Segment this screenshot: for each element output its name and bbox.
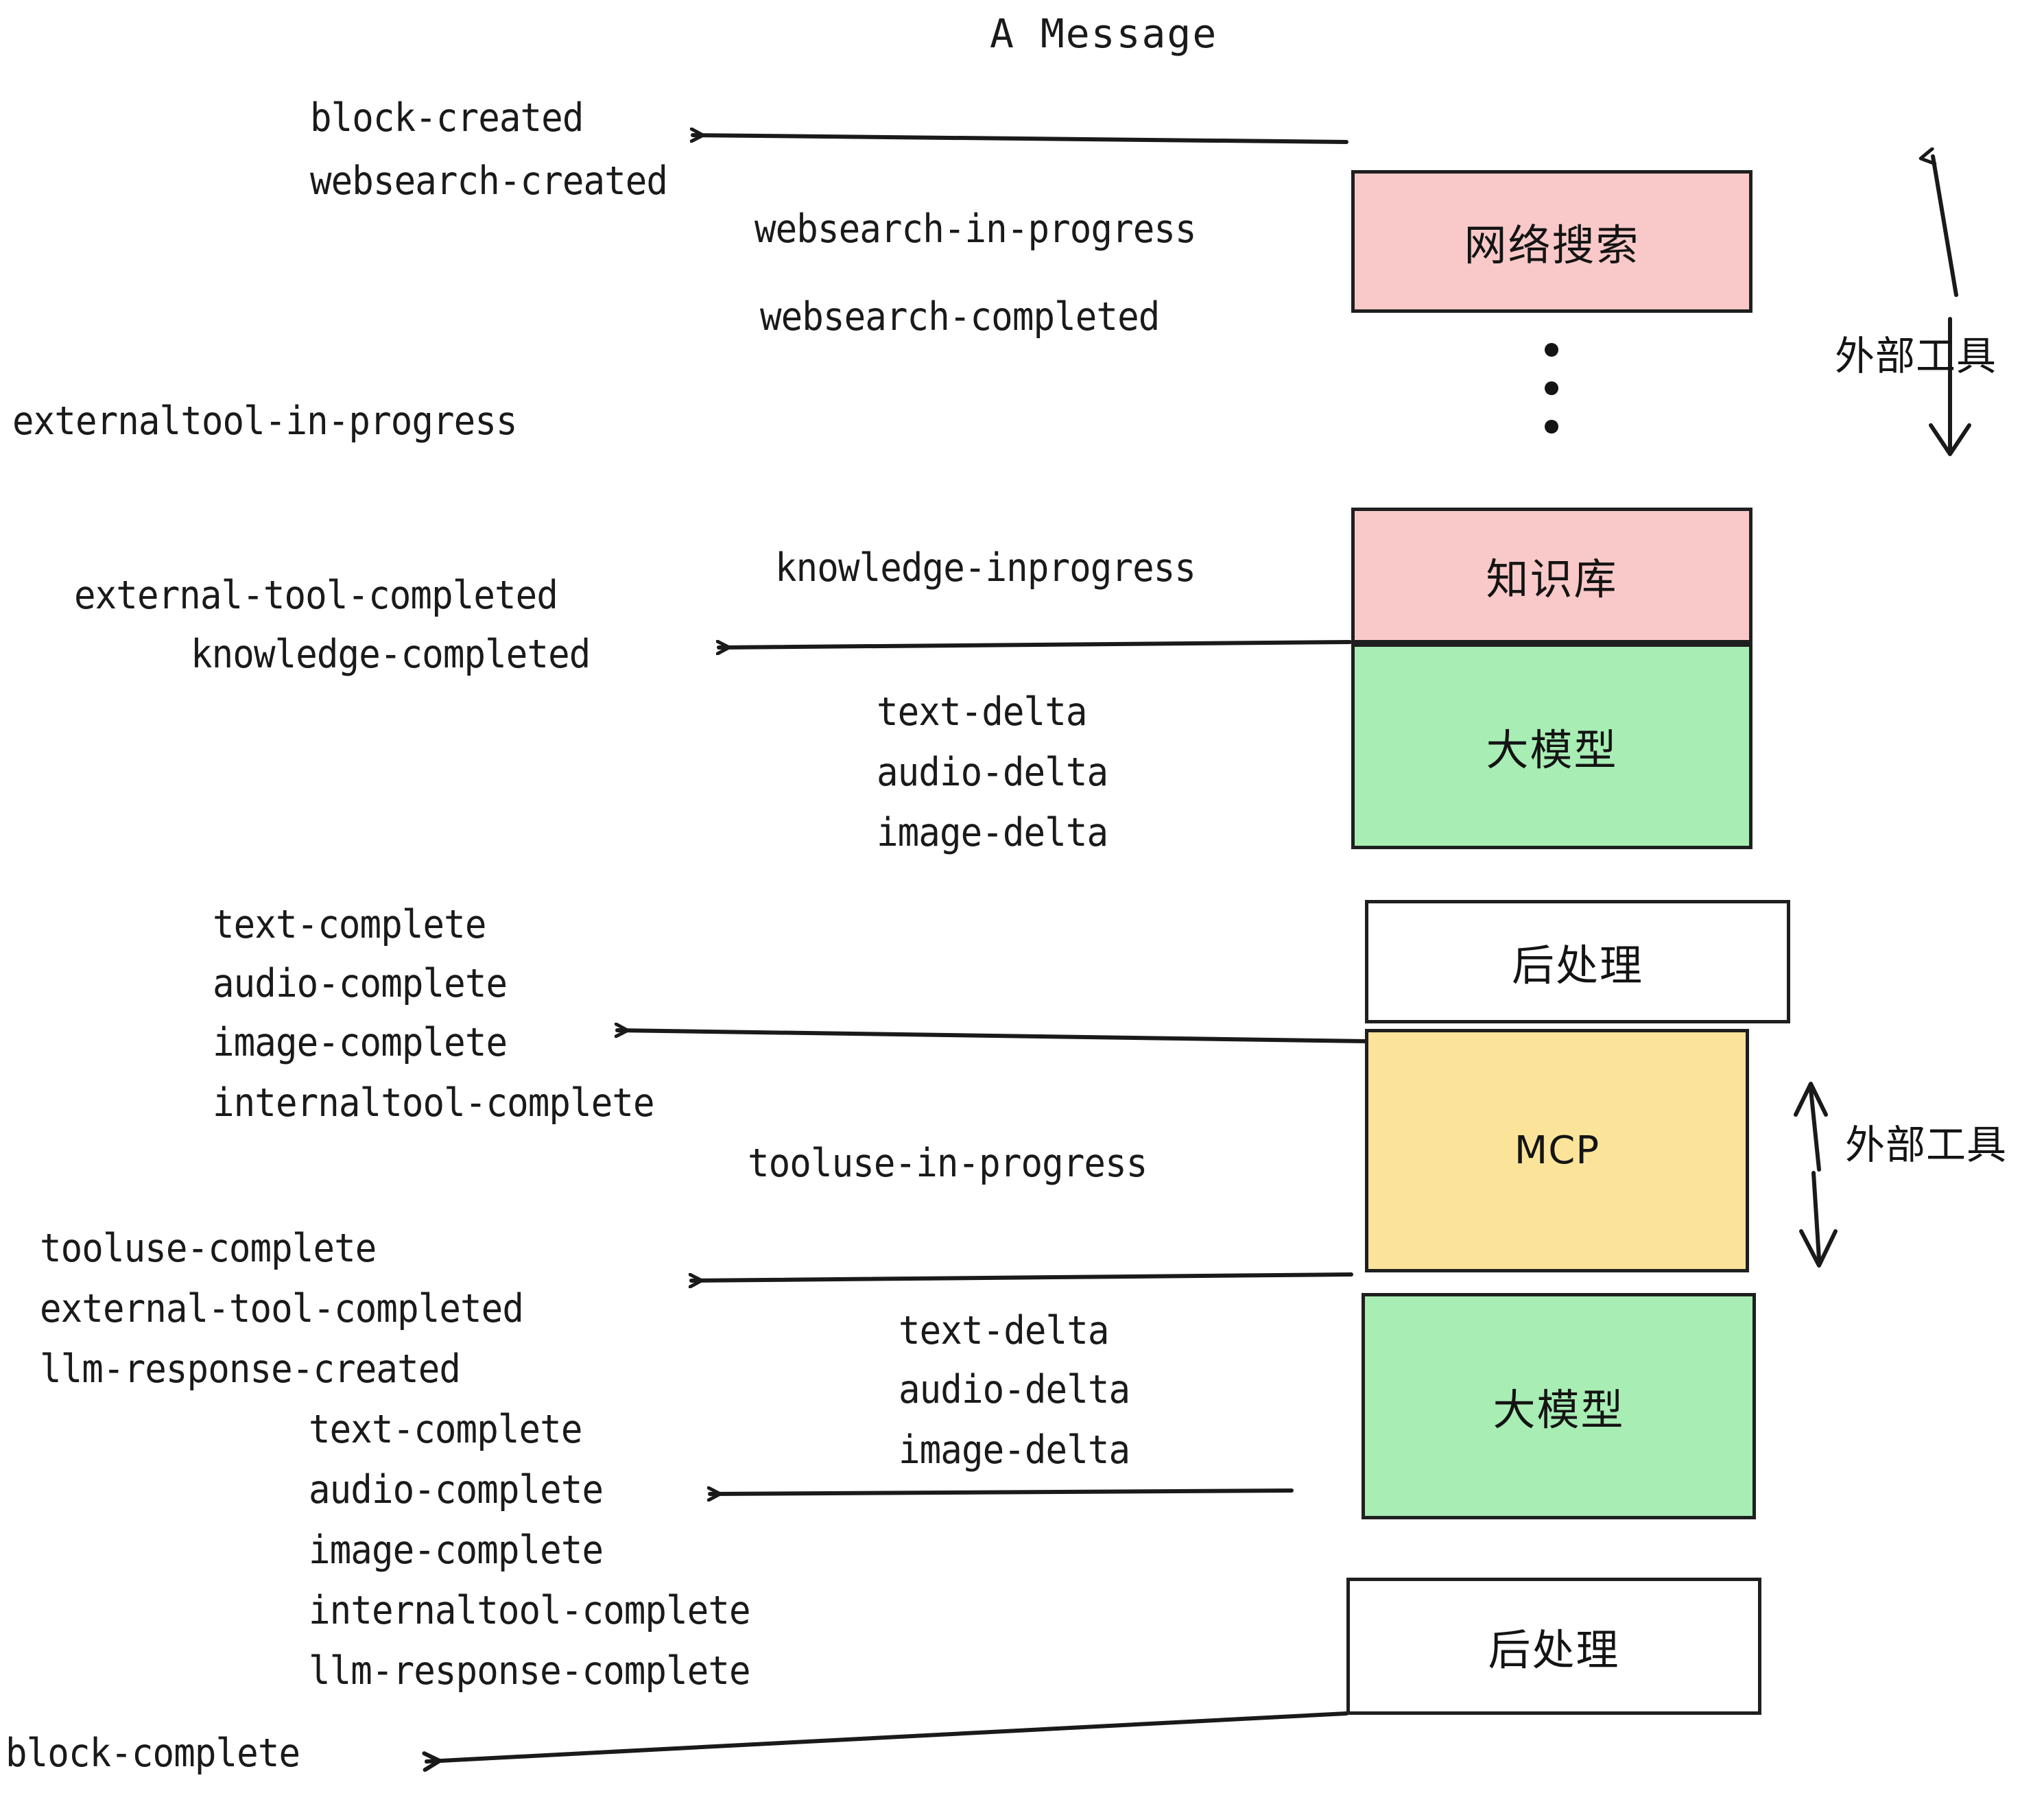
event-label-text-complete-2: text-complete: [309, 1407, 582, 1452]
external-tools-bracket-bottom: [1794, 1082, 1838, 1268]
event-label-websearch-completed: websearch-completed: [760, 294, 1160, 340]
node-mcp-label: MCP: [1514, 1128, 1600, 1173]
event-label-internaltool-complete-1: internaltool-complete: [213, 1080, 655, 1126]
event-label-tooluse-complete: tooluse-complete: [40, 1226, 377, 1271]
event-label-externaltool-in-progress: externaltool-in-progress: [12, 399, 518, 444]
arrow-mcp-to-tooluse-complete: [691, 1272, 1353, 1281]
node-mcp[interactable]: MCP: [1365, 1029, 1749, 1272]
event-label-external-tool-completed-1: external-tool-completed: [74, 573, 558, 618]
node-llm-top[interactable]: 大模型: [1351, 643, 1752, 849]
event-label-audio-complete-1: audio-complete: [213, 961, 508, 1006]
arrow-post-to-image-complete: [617, 1030, 1368, 1043]
event-label-audio-complete-2: audio-complete: [309, 1467, 604, 1512]
node-websearch[interactable]: 网络搜索: [1351, 170, 1752, 313]
node-llm-bottom-label: 大模型: [1493, 1385, 1625, 1435]
node-websearch-label: 网络搜索: [1464, 220, 1640, 270]
side-label-external-tools-bottom: 外部工具: [1845, 1121, 2008, 1168]
event-label-image-complete-1: image-complete: [213, 1020, 508, 1065]
event-label-knowledge-inprogress: knowledge-inprogress: [775, 545, 1196, 591]
node-post-top-label: 后处理: [1511, 940, 1643, 990]
event-label-websearch-created: websearch-created: [310, 158, 668, 204]
ellipsis-dots: [1545, 343, 1558, 458]
node-knowledge[interactable]: 知识库: [1351, 508, 1752, 643]
node-post-top[interactable]: 后处理: [1365, 900, 1790, 1023]
event-label-text-delta-2: text-delta: [899, 1308, 1109, 1353]
event-label-audio-delta-1: audio-delta: [877, 750, 1108, 795]
event-label-text-complete-1: text-complete: [213, 902, 486, 947]
event-label-tooluse-in-progress: tooluse-in-progress: [748, 1141, 1148, 1186]
node-post-bottom[interactable]: 后处理: [1346, 1578, 1761, 1715]
event-label-image-delta-1: image-delta: [877, 810, 1108, 855]
node-post-bottom-label: 后处理: [1488, 1625, 1620, 1675]
event-label-block-complete: block-complete: [5, 1731, 300, 1776]
event-label-image-delta-2: image-delta: [899, 1427, 1130, 1473]
side-label-external-tools-top: 外部工具: [1835, 333, 1997, 379]
event-label-text-delta-1: text-delta: [877, 689, 1087, 735]
external-tools-bracket-top: [1931, 156, 1971, 456]
event-label-llm-response-created: llm-response-created: [40, 1346, 461, 1392]
event-label-websearch-in-progress: websearch-in-progress: [754, 206, 1197, 252]
node-knowledge-label: 知识库: [1486, 554, 1618, 604]
event-label-internaltool-complete-2: internaltool-complete: [309, 1588, 751, 1633]
arrow-post-to-block-complete: [422, 1711, 1348, 1772]
event-label-image-complete-2: image-complete: [309, 1528, 604, 1573]
event-label-audio-delta-2: audio-delta: [899, 1367, 1130, 1412]
event-label-llm-response-complete: llm-response-complete: [309, 1648, 751, 1694]
event-label-block-created: block-created: [310, 95, 584, 141]
event-label-knowledge-completed: knowledge-completed: [191, 632, 591, 677]
arrow-llm-to-audio-complete: [710, 1491, 1294, 1494]
page-title: A Message: [990, 10, 1218, 57]
event-label-external-tool-completed-2: external-tool-completed: [40, 1286, 524, 1331]
node-llm-top-label: 大模型: [1486, 725, 1618, 775]
arrow-knowledge-to-knowledge-completed: [719, 642, 1352, 648]
node-llm-bottom[interactable]: 大模型: [1362, 1293, 1756, 1519]
arrow-websearch-to-block-created: [693, 135, 1348, 144]
